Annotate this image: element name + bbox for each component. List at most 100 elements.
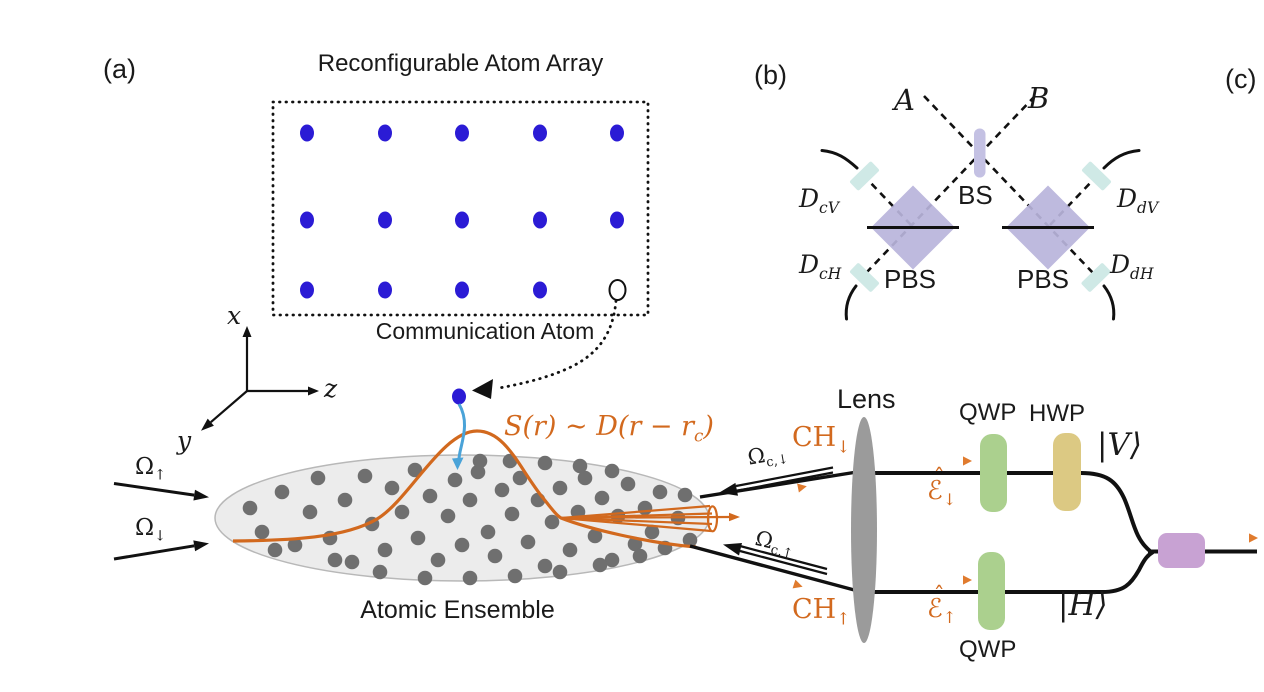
ensemble-atom: [344, 554, 360, 570]
ensemble-atom-dots: [242, 453, 698, 586]
ensemble-atom: [372, 564, 388, 580]
mode-function-label: S(r) ∼ D(r − rc): [504, 411, 714, 446]
ensemble-atom: [537, 558, 553, 574]
array-atom: [378, 281, 392, 299]
channel-up-label: CH↑: [792, 594, 851, 629]
axis-x-label: x: [227, 301, 242, 330]
detector-fiber-leads: [820, 149, 1141, 321]
ensemble-atom: [620, 476, 636, 492]
coordinate-axes: [201, 326, 319, 431]
ensemble-atom: [302, 504, 318, 520]
ensemble-atom: [520, 534, 536, 550]
detector-dv-label: DdV: [1117, 184, 1159, 217]
detector-chips: [850, 161, 1111, 292]
array-atom: [610, 124, 624, 142]
ket-h-label: |H⟩: [1058, 587, 1108, 623]
ensemble-atom: [254, 524, 270, 540]
pump-up-label: Ω↑: [135, 454, 167, 484]
ensemble-atom: [677, 487, 693, 503]
ensemble-atom: [242, 500, 258, 516]
array-open-site: [608, 279, 627, 301]
bs-label: BS: [958, 180, 993, 210]
axis-z-label: z: [324, 374, 338, 403]
atom-array-title: Reconfigurable Atom Array: [317, 50, 604, 77]
input-a-label: A: [894, 83, 915, 117]
ensemble-atom: [462, 492, 478, 508]
panel-b-label: (b): [754, 60, 787, 90]
ensemble-atom: [632, 548, 648, 564]
hwp-label: HWP: [1029, 400, 1085, 427]
pump-down-label: Ω↓: [135, 515, 167, 545]
panel-a-label: (a): [103, 54, 136, 84]
communication-atom-label: Communication Atom: [375, 318, 595, 344]
ensemble-atom: [552, 564, 568, 580]
ensemble-atom: [552, 480, 568, 496]
ensemble-atom: [592, 557, 608, 573]
insertion-arrow: [457, 403, 467, 463]
ensemble-atom: [407, 462, 423, 478]
atom-array-box: [271, 100, 650, 317]
photon-squiggle-arrowhead: [797, 483, 807, 493]
photon-squiggle-arrowhead: [963, 575, 972, 585]
array-atom: [300, 124, 314, 142]
ensemble-atom: [544, 514, 560, 530]
ensemble-atom: [572, 458, 588, 474]
ensemble-atom: [447, 472, 463, 488]
ensemble-atom: [537, 455, 553, 471]
ensemble-atom: [394, 504, 410, 520]
mode-function-curve: [232, 429, 697, 549]
ensemble-atom: [327, 552, 343, 568]
ensemble-atom: [562, 542, 578, 558]
ensemble-atom: [644, 524, 660, 540]
ensemble-atom: [480, 524, 496, 540]
ensemble-atom: [507, 568, 523, 584]
photon-squiggle-arrowhead: [792, 579, 803, 589]
ensemble-atom: [470, 464, 486, 480]
array-atom: [378, 124, 392, 142]
ensemble-atom: [422, 488, 438, 504]
insertion-arrowhead: [452, 457, 464, 470]
ensemble-atom: [604, 463, 620, 479]
photon-squiggle-arrowhead: [963, 456, 972, 466]
ensemble-atom: [587, 528, 603, 544]
ensemble-atom: [604, 552, 620, 568]
detector-dh-label: DdH: [1110, 250, 1154, 283]
ensemble-atom: [504, 506, 520, 522]
qwp-top-label: QWP: [959, 399, 1017, 426]
qwp-bottom-shape: [978, 552, 1005, 630]
ket-v-label: |V⟩: [1097, 427, 1142, 463]
emission-cone: [560, 504, 731, 533]
ensemble-atom: [577, 470, 593, 486]
ensemble-atom: [410, 530, 426, 546]
photon-wavy-arrows: [792, 456, 1258, 589]
atomic-ensemble-label: Atomic Ensemble: [360, 596, 555, 624]
ensemble-atom: [377, 542, 393, 558]
atom-move-path: [497, 299, 618, 390]
atom-array-dots: [300, 124, 627, 301]
ensemble-atom: [487, 548, 503, 564]
array-atom: [533, 281, 547, 299]
ensemble-atom: [274, 484, 290, 500]
ensemble-atom: [682, 532, 698, 548]
lens-shape: [851, 417, 877, 643]
ensemble-atom: [430, 552, 446, 568]
array-atom: [533, 211, 547, 229]
channel-down-label: CH↓: [792, 422, 851, 457]
ensemble-atom: [337, 492, 353, 508]
ensemble-atom: [494, 482, 510, 498]
ensemble-atom: [310, 470, 326, 486]
ensemble-atom: [417, 570, 433, 586]
pump-beams: [113, 482, 209, 561]
array-atom: [455, 211, 469, 229]
pbs-right-label: PBS: [1017, 264, 1070, 294]
hwp-shape: [1053, 433, 1081, 511]
array-atom: [455, 124, 469, 142]
array-atom: [533, 124, 547, 142]
ensemble-atom: [384, 480, 400, 496]
control-field-arrows: [719, 466, 834, 576]
qwp-top-shape: [980, 434, 1007, 512]
lens-label: Lens: [837, 384, 896, 414]
